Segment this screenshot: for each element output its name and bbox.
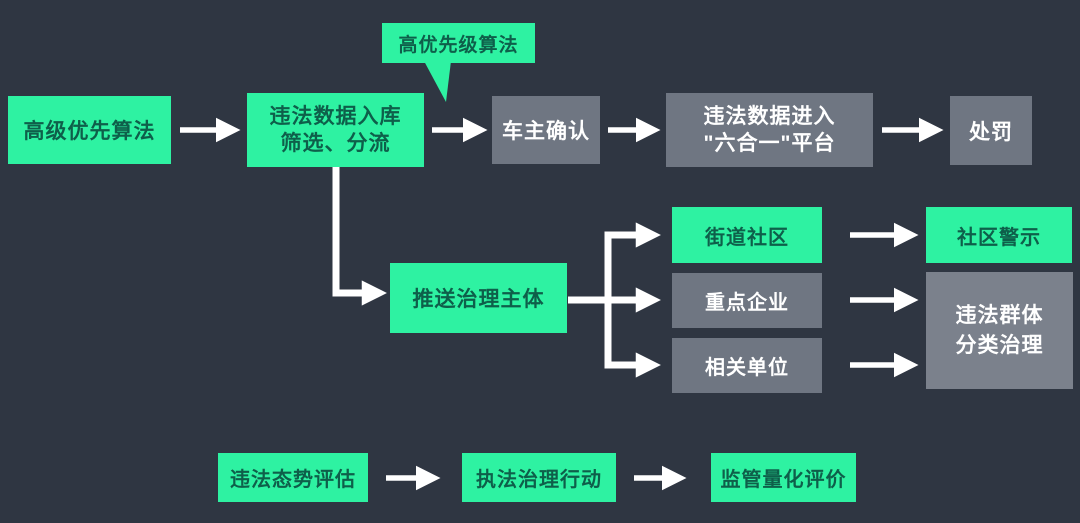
- arrow-push-split-top: [604, 222, 661, 300]
- node-label: 社区警示: [957, 226, 1041, 249]
- node-six-in-one-platform: 违法数据进入 "六合一"平台: [666, 93, 873, 167]
- node-violation-trend-assessment: 违法态势评估: [218, 453, 368, 502]
- arrow-push-split-bottom: [604, 300, 661, 378]
- node-enforcement-action: 执法治理行动: [462, 453, 616, 502]
- node-label: "六合一"平台: [703, 132, 836, 155]
- node-supervision-evaluation: 监管量化评价: [711, 453, 856, 502]
- arrow-intake-to-push-elbow: [332, 165, 387, 306]
- node-key-enterprises: 重点企业: [672, 273, 822, 328]
- node-label: 车主确认: [502, 120, 590, 143]
- node-label: 重点企业: [705, 292, 789, 314]
- node-label: 推送治理主体: [412, 288, 545, 311]
- node-label: 筛选、分流: [280, 132, 391, 155]
- node-punishment: 处罚: [950, 96, 1032, 165]
- node-label: 监管量化评价: [720, 469, 847, 491]
- node-push-governance-subject: 推送治理主体: [390, 263, 567, 333]
- callout-tail: [424, 61, 451, 102]
- node-label: 处罚: [969, 120, 1013, 144]
- node-label: 执法治理行动: [476, 469, 602, 491]
- node-violation-data-intake: 违法数据入库 筛选、分流: [247, 93, 424, 167]
- node-label: 违法群体: [955, 303, 1044, 327]
- node-violation-group-governance: 违法群体 分类治理: [926, 272, 1073, 389]
- node-label: 街道社区: [705, 226, 789, 249]
- callout-label: 高优先级算法: [398, 34, 519, 56]
- node-community-warning: 社区警示: [926, 207, 1072, 263]
- node-label: 违法数据进入: [703, 105, 836, 128]
- node-owner-confirmation: 车主确认: [492, 96, 600, 164]
- callout-high-priority-algorithm: 高优先级算法: [382, 23, 535, 63]
- node-label: 违法态势评估: [230, 469, 356, 491]
- node-label: 高级优先算法: [23, 120, 156, 143]
- node-label: 分类治理: [955, 333, 1044, 357]
- node-label: 违法数据入库: [269, 105, 402, 128]
- node-label: 相关单位: [705, 357, 789, 379]
- node-advanced-priority-algorithm: 高级优先算法: [8, 96, 171, 164]
- node-related-units: 相关单位: [672, 338, 822, 393]
- node-street-community: 街道社区: [672, 207, 822, 263]
